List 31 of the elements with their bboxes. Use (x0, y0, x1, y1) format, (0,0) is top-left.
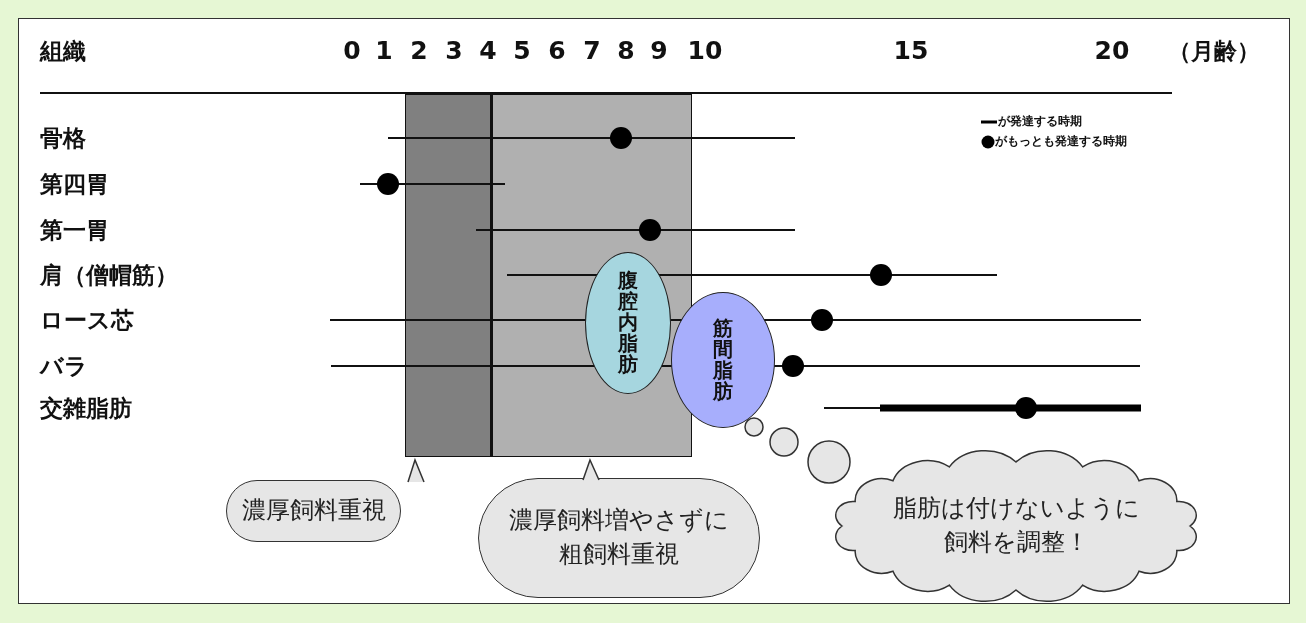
month-tick-label: 2 (410, 38, 428, 63)
tissue-label: 第四胃 (40, 173, 109, 196)
month-tick-label: 8 (617, 38, 635, 63)
month-tick-label: 0 (343, 38, 361, 63)
month-tick-label: 3 (445, 38, 463, 63)
tissue-label: 第一胃 (40, 219, 109, 242)
bubble-tail (582, 457, 600, 481)
tissue-label: 肩（僧帽筋） (40, 264, 178, 287)
tissue-label: 骨格 (40, 127, 86, 150)
tissue-label: バラ (40, 355, 88, 378)
speech-bubble: 濃厚飼料重視 (226, 480, 401, 542)
month-tick-label: 20 (1094, 38, 1130, 63)
period-band (491, 94, 692, 457)
month-tick-label: 7 (583, 38, 601, 63)
speech-bubble: 濃厚飼料増やさずに粗飼料重視 (478, 478, 760, 598)
fat-ellipse: 腹腔内脂肪 (584, 251, 671, 394)
tissue-label: ロース芯 (40, 309, 134, 332)
period-band (405, 94, 491, 457)
bubble-tail (407, 457, 425, 483)
legend-text: が発達する時期 (998, 115, 1082, 127)
month-tick-label: 5 (513, 38, 531, 63)
month-tick-label: 9 (650, 38, 668, 63)
month-tick-label: 10 (687, 38, 723, 63)
month-tick-label: 15 (893, 38, 929, 63)
month-tick-label: 4 (479, 38, 497, 63)
tissue-label: 交雑脂肪 (40, 397, 132, 420)
unit-label: （月齢） (1168, 40, 1260, 63)
month-tick-label: 6 (548, 38, 566, 63)
legend-text: がもっとも発達する時期 (995, 135, 1127, 147)
month-tick-label: 1 (375, 38, 393, 63)
column-heading: 組織 (40, 40, 86, 63)
